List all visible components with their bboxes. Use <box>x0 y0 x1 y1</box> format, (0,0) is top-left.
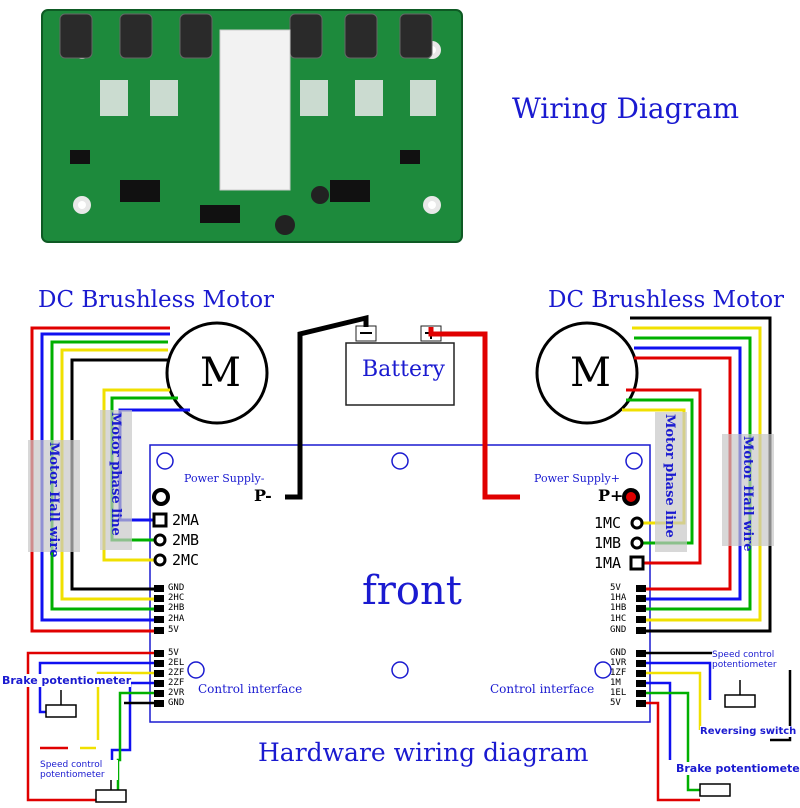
battery-pos-lead <box>428 327 520 500</box>
motor-left-symbol: M <box>200 350 241 396</box>
footer-title: Hardware wiring diagram <box>258 738 589 767</box>
left-ctrl-pin: GND <box>168 698 185 708</box>
motor-right-symbol: M <box>570 350 611 396</box>
p-pos-label: P+ <box>598 486 624 505</box>
left-pin-pads <box>154 585 164 707</box>
right-hall-bar <box>722 434 774 546</box>
p-neg-label: P- <box>254 486 272 505</box>
left-potentiometers <box>45 690 127 803</box>
right-ctrl-pin: 1EL <box>610 688 627 698</box>
motor-left-title: DC Brushless Motor <box>38 287 275 313</box>
right-phase-terminals <box>629 516 645 571</box>
right-ctrl-pin: 1VR <box>610 658 627 668</box>
reversing-switch-label: Reversing switch <box>700 726 797 737</box>
right-ctrl-pin: 1ZF <box>610 668 627 678</box>
left-hall-pin: 5V <box>168 625 179 635</box>
right-ctrl-pin: 1M <box>610 678 621 688</box>
left-ctrl-pin: 2ZF <box>168 668 185 678</box>
battery-label: Battery <box>362 357 445 382</box>
power-supply-pos-label: Power Supply+ <box>534 472 620 485</box>
p-pos-terminal <box>622 488 640 506</box>
right-control-wires <box>646 651 792 802</box>
control-interface-left-label: Control interface <box>198 682 303 696</box>
left-phase-pin-a: 2MA <box>172 511 200 529</box>
left-hall-pin: 2HC <box>168 593 185 603</box>
brake-potentiometer-left-label: Brake potentiometer <box>2 674 132 687</box>
battery-box <box>345 325 455 406</box>
board-outline <box>149 444 651 723</box>
right-hall-pin: 1HB <box>610 603 627 613</box>
motor-left-circle <box>165 321 269 425</box>
left-hall-wire-label: Motor Hall wire <box>46 442 61 558</box>
left-phase-terminals <box>152 512 168 567</box>
left-ctrl-pin: 5V <box>168 648 179 658</box>
board-front-label: front <box>362 568 462 614</box>
motor-right-circle <box>535 321 639 425</box>
right-ctrl-pin: 5V <box>610 698 621 708</box>
right-hall-pin: 1HA <box>610 593 627 603</box>
battery-neg-lead <box>285 314 369 500</box>
right-potentiometers <box>699 680 756 797</box>
heading: Wiring Diagram <box>512 92 740 125</box>
left-hall-pin: 2HB <box>168 603 185 613</box>
speed-potentiometer-left-label: Speed control potentiometer <box>40 760 118 780</box>
left-ctrl-pin: 2VR <box>168 688 185 698</box>
right-phase-pin-c: 1MC <box>594 514 622 532</box>
left-phase-pin-c: 2MC <box>172 551 200 569</box>
power-supply-neg-label: Power Supply- <box>184 472 265 485</box>
right-hall-pin: GND <box>610 625 627 635</box>
right-hall-pin: 5V <box>610 583 621 593</box>
left-phase-pin-b: 2MB <box>172 531 200 549</box>
speed-potentiometer-right-label: Speed control potentiometer <box>712 650 798 670</box>
right-ctrl-pin: GND <box>610 648 627 658</box>
right-hall-wire-label: Motor Hall wire <box>740 436 755 552</box>
right-hall-pin: 1HC <box>610 614 627 624</box>
right-phase-bar <box>655 412 687 552</box>
left-phase-line-label: Motor phase line <box>108 412 123 536</box>
left-ctrl-pin: 2ZF <box>168 678 185 688</box>
right-phase-line-label: Motor phase line <box>662 414 677 538</box>
right-phase-pin-b: 1MB <box>594 534 622 552</box>
right-pin-pads <box>636 585 646 707</box>
left-hall-pin: 2HA <box>168 614 185 624</box>
right-phase-pin-a: 1MA <box>594 554 622 572</box>
mounting-holes <box>156 452 643 679</box>
motor-right-title: DC Brushless Motor <box>548 287 785 313</box>
control-interface-right-label: Control interface <box>490 682 595 696</box>
left-control-wires <box>26 651 154 802</box>
left-hall-pin: GND <box>168 583 185 593</box>
left-ctrl-pin: 2EL <box>168 658 185 668</box>
left-hall-bar <box>28 440 80 552</box>
p-neg-terminal <box>152 488 170 506</box>
brake-potentiometer-right-label: Brake potentiometer <box>676 762 800 775</box>
pcb-photo <box>41 9 463 243</box>
left-phase-bar <box>100 410 132 550</box>
